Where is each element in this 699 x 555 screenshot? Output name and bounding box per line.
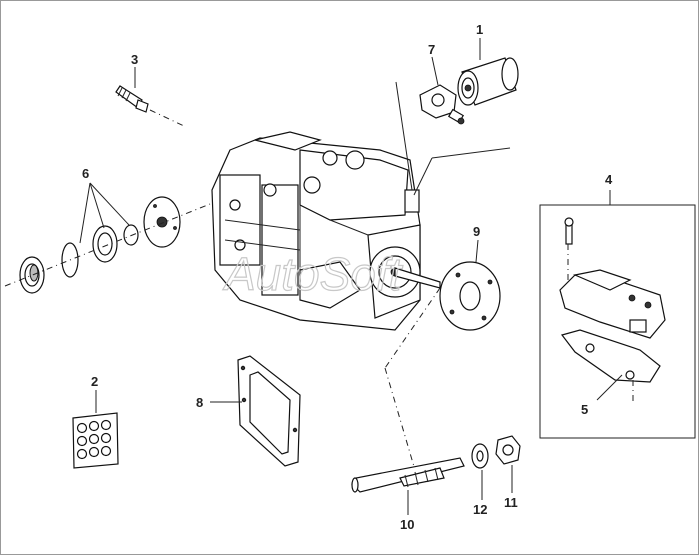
watermark-text: AutoSoft	[222, 248, 404, 300]
callout-7: 7	[428, 42, 435, 57]
pump-housing-icon	[211, 131, 441, 331]
nut-icon	[495, 435, 521, 465]
washer-icon	[471, 443, 489, 469]
plug-screw-icon	[115, 85, 149, 113]
callout-2: 2	[91, 374, 98, 389]
callout-11: 11	[504, 495, 518, 510]
callout-10: 10	[400, 517, 414, 532]
drive-shaft-icon	[351, 457, 465, 493]
gasket-icon	[237, 355, 301, 467]
seal-kit-icon	[19, 196, 181, 294]
callout-6: 6	[82, 166, 89, 181]
callout-4: 4	[605, 172, 613, 187]
callout-3: 3	[131, 52, 138, 67]
callout-12: 12	[473, 502, 487, 517]
callout-5: 5	[581, 402, 588, 417]
oring-bag-icon	[72, 412, 119, 469]
callout-8: 8	[196, 395, 203, 410]
filter-cartridge-icon	[457, 57, 519, 106]
filter-head-icon	[419, 84, 465, 125]
flange-icon	[439, 261, 501, 331]
callout-1: 1	[476, 22, 483, 37]
valve-cover-group-frame	[539, 204, 696, 439]
callout-9: 9	[473, 224, 480, 239]
valve-cover-icon	[559, 217, 666, 405]
